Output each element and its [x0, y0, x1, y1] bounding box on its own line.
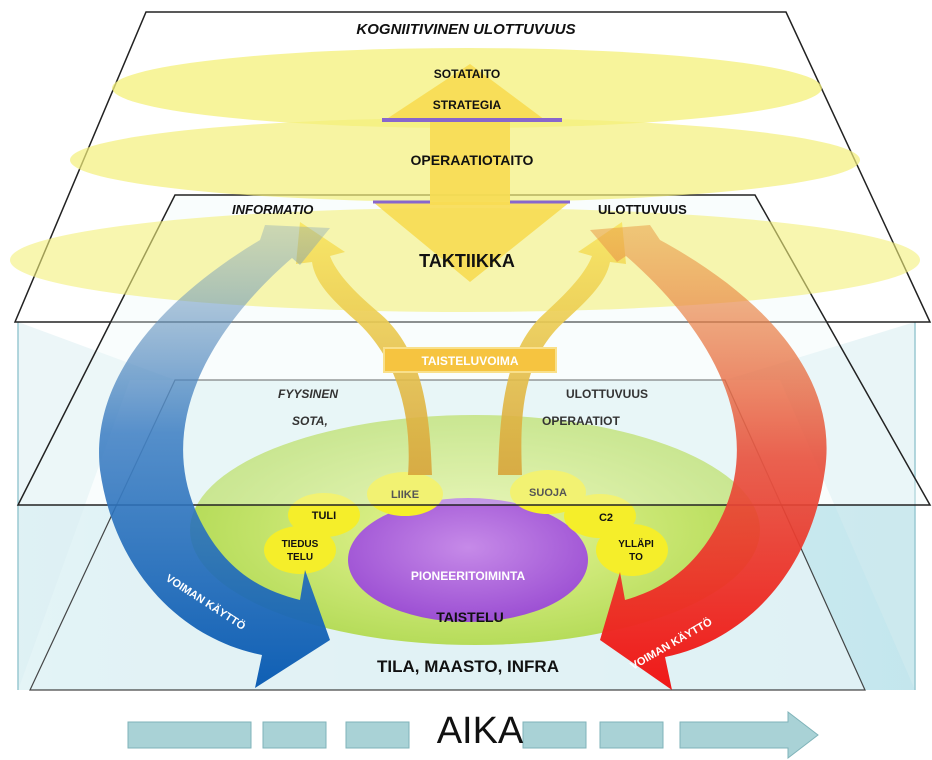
sota-label: SOTA, — [292, 414, 328, 428]
tiedustelu-label-2: TELU — [287, 552, 313, 563]
liike-label: LIIKE — [391, 489, 419, 501]
strategy-up-arrow — [385, 64, 545, 205]
time-block-5 — [599, 721, 664, 749]
yllapito-label-1: YLLÄPI — [618, 537, 654, 550]
tuli-label: TULI — [312, 510, 336, 522]
suoja-circle — [510, 470, 586, 514]
yllapito-label-2: TO — [629, 552, 643, 563]
c2-label: C2 — [599, 512, 613, 524]
time-block-3 — [345, 721, 410, 749]
suoja-label: SUOJA — [529, 487, 567, 499]
physical-left-label: FYYSINEN — [278, 387, 338, 401]
physical-right-label: ULOTTUVUUS — [566, 387, 648, 401]
information-right-label: ULOTTUVUUS — [598, 202, 687, 217]
ground-label: TILA, MAASTO, INFRA — [377, 657, 559, 676]
tiedustelu-circle — [264, 526, 336, 574]
operaatiotaito-label: OPERAATIOTAITO — [411, 152, 534, 168]
taisteluvoima-box — [383, 347, 557, 373]
left-combat-power-arrow — [296, 222, 432, 475]
sotataito-label: SOTATAITO — [434, 67, 500, 81]
time-label: AIKA — [436, 710, 524, 752]
physical-box-side — [18, 322, 175, 690]
physical-box-right — [725, 322, 915, 690]
taistelu-label: TAISTELU — [436, 609, 503, 625]
tiedustelu-label-1: TIEDUS — [282, 539, 319, 550]
time-block-2 — [262, 721, 327, 749]
taisteluvoima-label: TAISTELUVOIMA — [421, 354, 518, 368]
tactics-down-arrow — [373, 202, 570, 282]
pioneeri-label: PIONEERITOIMINTA — [411, 569, 526, 583]
taktiikka-label: TAKTIIKKA — [419, 251, 515, 271]
right-force-arrow — [590, 225, 827, 690]
time-arrow — [679, 710, 819, 760]
cognitive-title: KOGNIITIVINEN ULOTTUVUUS — [356, 21, 575, 38]
time-block-4 — [522, 721, 587, 749]
time-block-1 — [127, 721, 252, 749]
right-combat-power-arrow — [498, 222, 626, 475]
strategia-label: STRATEGIA — [433, 98, 502, 112]
pioneer-ellipse — [348, 498, 588, 622]
information-left-label: INFORMATIO — [232, 202, 313, 217]
operaatiot-label: OPERAATIOT — [542, 414, 620, 428]
left-force-arrow — [99, 225, 330, 688]
yllapito-circle — [596, 524, 668, 576]
tuli-circle — [288, 493, 360, 537]
